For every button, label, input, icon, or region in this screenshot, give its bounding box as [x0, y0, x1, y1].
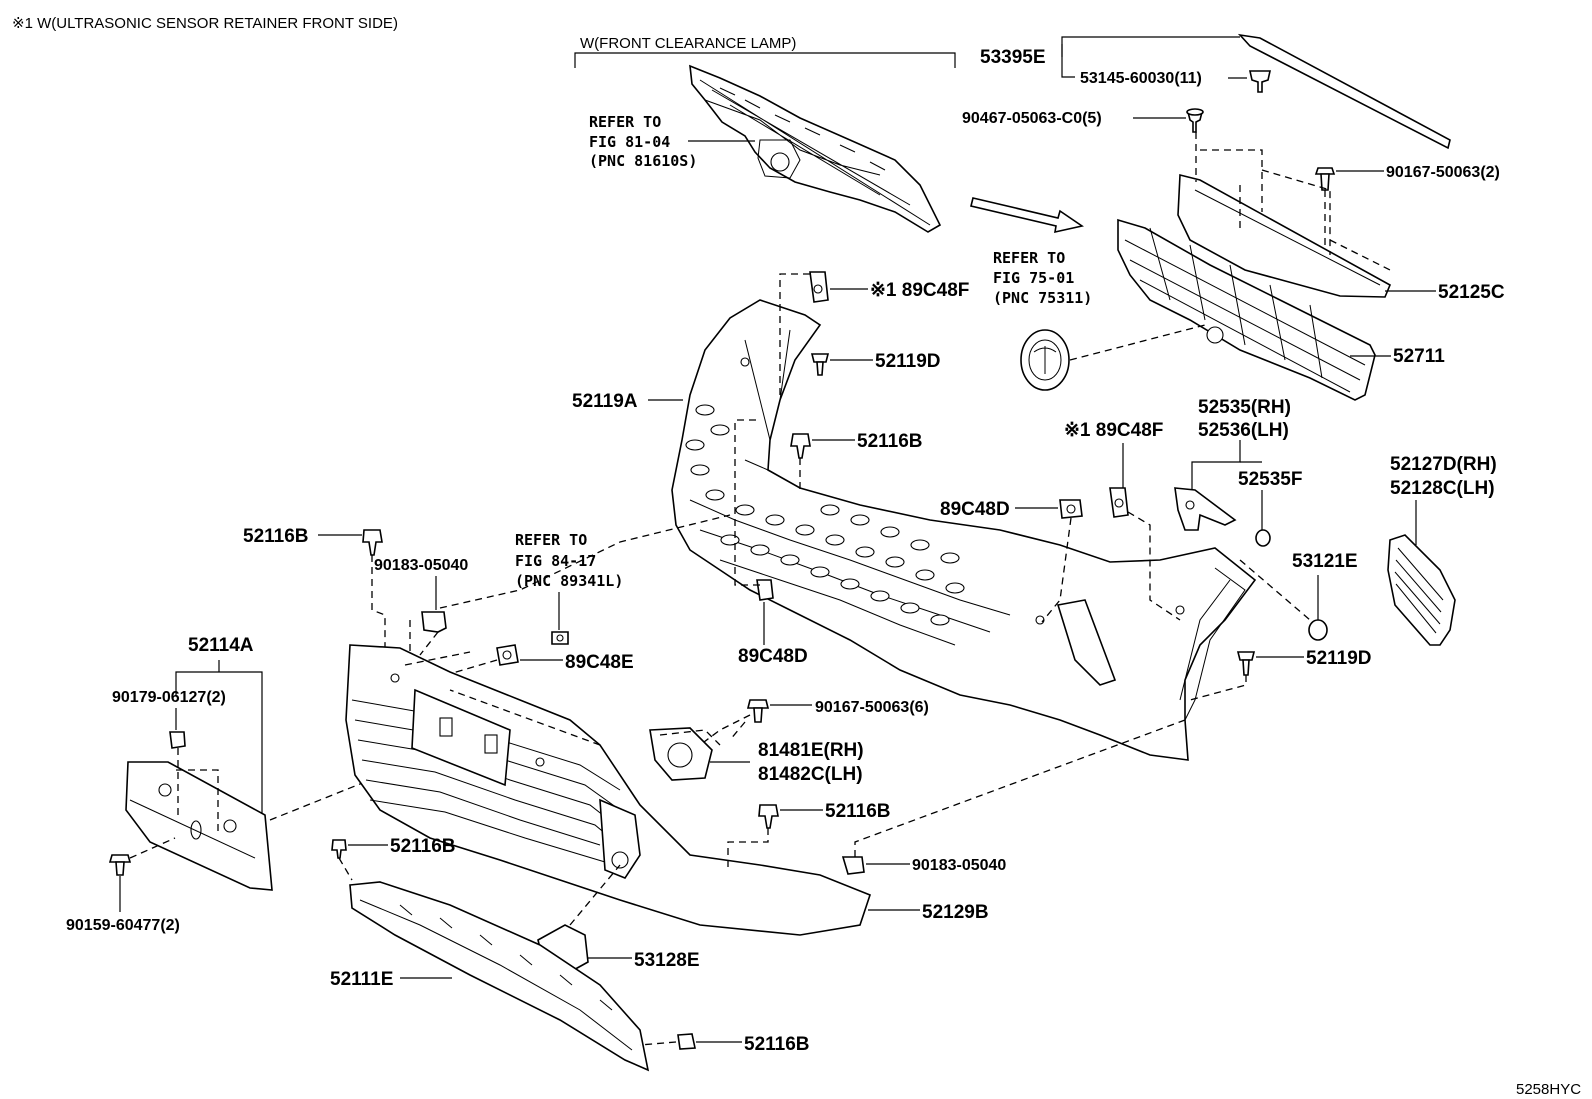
bumper-honeycomb [685, 404, 1011, 646]
sensor-holder-89c48d-mid [756, 579, 774, 601]
emblem-part [1020, 329, 1070, 391]
label-52125c: 52125C [1438, 282, 1505, 303]
label-90159-60477: 90159-60477(2) [66, 917, 180, 934]
label-53145-60030: 53145-60030(11) [1080, 70, 1202, 87]
label-52114a: 52114A [188, 635, 254, 656]
label-89c48f-right: ※1 89C48F [1064, 420, 1163, 441]
sensor-retainer-89c48f-top [809, 271, 829, 303]
screw-90159 [108, 854, 132, 876]
clearance-lamp-title: W(FRONT CLEARANCE LAMP) [580, 35, 796, 52]
sensor-holder-89c48d-right [1059, 499, 1083, 519]
bumper-cover-52119a-part [671, 299, 1257, 761]
label-89c48d-right: 89C48D [940, 499, 1010, 520]
clip-90467 [1186, 108, 1204, 133]
svg-text:FIG 84-17: FIG 84-17 [515, 552, 596, 570]
emblem-reference: REFER TO FIG 75-01 (PNC 75311) [993, 249, 1092, 307]
side-vent-52127d-part [1387, 534, 1456, 646]
fog-bezel-81481e-part [649, 727, 713, 781]
label-53121e: 53121E [1292, 551, 1358, 572]
svg-text:(PNC 89341L): (PNC 89341L) [515, 572, 623, 590]
label-52536-lh: 52536(LH) [1198, 420, 1289, 441]
label-89c48e: 89C48E [565, 652, 634, 673]
label-52119d-right: 52119D [1306, 648, 1372, 669]
label-52111e: 52111E [330, 969, 393, 990]
clip-52116b-mid [790, 433, 811, 459]
label-52535f: 52535F [1238, 469, 1302, 490]
bracket-52535-part [1174, 487, 1237, 531]
screw-52119d-top [810, 353, 830, 376]
cap-53121e [1308, 619, 1328, 641]
clearance-lamp-bracket: W(FRONT CLEARANCE LAMP) [574, 35, 956, 68]
label-81482c-lh: 81482C(LH) [758, 764, 863, 785]
label-81481e-rh: 81481E(RH) [758, 740, 864, 761]
clearance-lamp-part [689, 64, 942, 233]
direction-arrow [970, 197, 1084, 234]
label-89c48d-mid: 89C48D [738, 646, 808, 667]
label-53128e: 53128E [634, 950, 700, 971]
sensor-holder-89c48e [496, 644, 519, 666]
label-90183-05040-top: 90183-05040 [374, 557, 468, 574]
label-52116b-bl: 52116B [390, 836, 456, 857]
label-52116b-low: 52116B [825, 801, 891, 822]
label-52535-rh: 52535(RH) [1198, 397, 1291, 418]
grille-52711-part [1117, 218, 1376, 401]
nut-90183-bottom [841, 856, 865, 875]
lamp-reference: REFER TO FIG 81-04 (PNC 81610S) [589, 113, 755, 170]
clip-53145 [1249, 70, 1271, 93]
label-52116b-bottom: 52116B [744, 1034, 810, 1055]
retainer-52125c-part [1177, 173, 1392, 298]
clip-52116b-bottom [677, 1033, 696, 1050]
svg-text:(PNC 81610S): (PNC 81610S) [589, 152, 697, 170]
label-52119d-top: 52119D [875, 351, 941, 372]
label-90183-05040-bottom: 90183-05040 [912, 857, 1006, 874]
screw-52119d-right [1236, 651, 1256, 676]
label-90467-05063: 90467-05063-C0(5) [962, 110, 1102, 127]
lower-bumper-52129b-part [345, 644, 871, 936]
license-plate-bracket-52114a-part [125, 761, 273, 891]
sensor-retainer-89c48f-right [1109, 487, 1129, 518]
svg-text:REFER TO: REFER TO [515, 531, 587, 549]
nut-90183-top [421, 611, 447, 633]
label-52116b-left: 52116B [243, 526, 309, 547]
screw-90167-2 [1314, 167, 1336, 191]
label-52128c-lh: 52128C(LH) [1390, 478, 1495, 499]
svg-text:(PNC 75311): (PNC 75311) [993, 289, 1092, 307]
clip-52116b-left [362, 529, 383, 556]
figure-code: 5258HYC [1516, 1081, 1581, 1098]
svg-text:FIG 75-01: FIG 75-01 [993, 269, 1074, 287]
screw-90167-6 [746, 699, 770, 723]
clip-52535f [1255, 529, 1271, 547]
skid-plate-52111e-part [349, 881, 650, 1072]
label-89c48f-top: ※1 89C48F [870, 280, 969, 301]
clip-52116b-bl [331, 839, 347, 859]
label-90167-50063-2: 90167-50063(2) [1386, 164, 1500, 181]
svg-text:REFER TO: REFER TO [589, 113, 661, 131]
label-53395e: 53395E [980, 47, 1046, 68]
label-52711: 52711 [1393, 346, 1445, 367]
sensor-reference: REFER TO FIG 84-17 (PNC 89341L) [515, 531, 623, 590]
label-90167-50063-6: 90167-50063(6) [815, 699, 929, 716]
sensor-retainer-note: ※1 W(ULTRASONIC SENSOR RETAINER FRONT SI… [12, 15, 398, 32]
svg-text:FIG 81-04: FIG 81-04 [589, 133, 670, 151]
label-52119a: 52119A [572, 391, 638, 412]
label-52116b-mid: 52116B [857, 431, 923, 452]
svg-text:REFER TO: REFER TO [993, 249, 1065, 267]
label-52129b: 52129B [922, 902, 989, 923]
nut-90179 [169, 731, 186, 749]
sensor-clip [551, 631, 569, 645]
clip-52116b-low [758, 804, 779, 829]
molding-53395e-part [1237, 33, 1451, 150]
label-90179-06127: 90179-06127(2) [112, 689, 226, 706]
label-52127d-rh: 52127D(RH) [1390, 454, 1497, 475]
